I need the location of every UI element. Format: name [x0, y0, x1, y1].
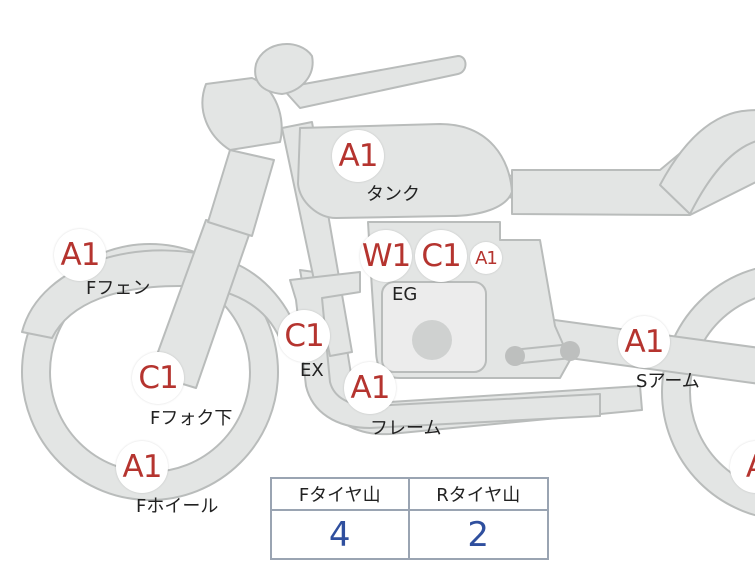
rear-tire-header: Rタイヤ山 [409, 479, 547, 511]
tire-tread-table: Fタイヤ山 Rタイヤ山 4 2 [270, 477, 549, 560]
front-tire-value: 4 [272, 511, 410, 558]
exhaust-shape [289, 271, 601, 429]
front-fork-damage-code: C1 [132, 352, 184, 404]
frame-damage-code: A1 [344, 362, 396, 414]
tank-label: タンク [366, 184, 420, 205]
front-fender-label: Fフェン [86, 278, 151, 299]
engine-label: EG [392, 284, 418, 305]
tank-damage-code: A1 [332, 130, 384, 182]
exhaust-damage-code: C1 [278, 310, 330, 362]
engine-damage-code-3: A1 [470, 242, 502, 274]
engine-damage-code-2: C1 [415, 230, 467, 282]
swing-arm-label: Sアーム [636, 371, 700, 392]
engine-damage-code-1: W1 [360, 230, 412, 282]
front-wheel-label: Fホイール [136, 496, 219, 517]
exhaust-label: EX [300, 360, 324, 381]
front-fork-label: Fフォク下 [150, 408, 233, 429]
front-wheel-damage-code: A1 [116, 441, 168, 493]
swing-arm-damage-code: A1 [618, 316, 670, 368]
handlebar-shape [281, 55, 467, 109]
front-tire-header: Fタイヤ山 [272, 479, 410, 511]
rear-tire-value: 2 [467, 514, 490, 555]
frame-label: フレーム [370, 418, 442, 439]
front-fender-damage-code: A1 [54, 229, 106, 281]
